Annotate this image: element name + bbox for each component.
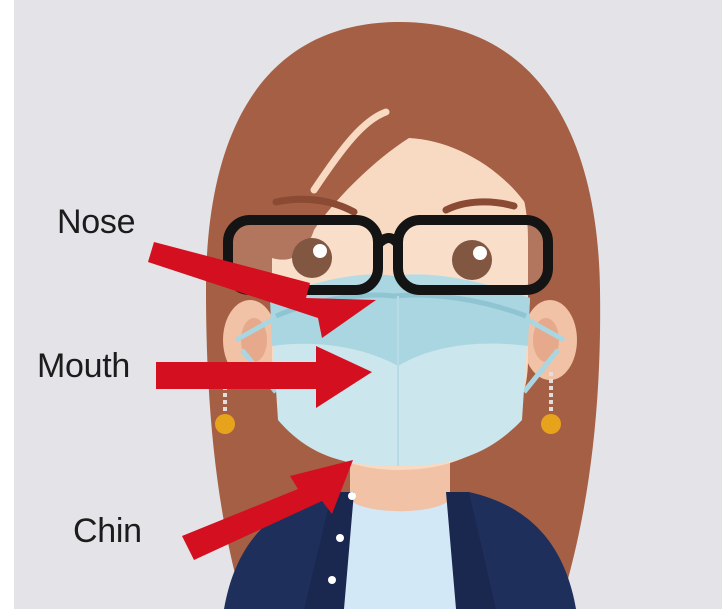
jacket-button [328, 576, 336, 584]
jacket-button [336, 534, 344, 542]
nose-label: Nose [57, 203, 135, 242]
jacket-button [348, 492, 356, 500]
chin-label: Chin [73, 512, 142, 551]
illustration-panel: Nose Mouth Chin [14, 0, 722, 609]
mouth-label: Mouth [37, 347, 130, 386]
